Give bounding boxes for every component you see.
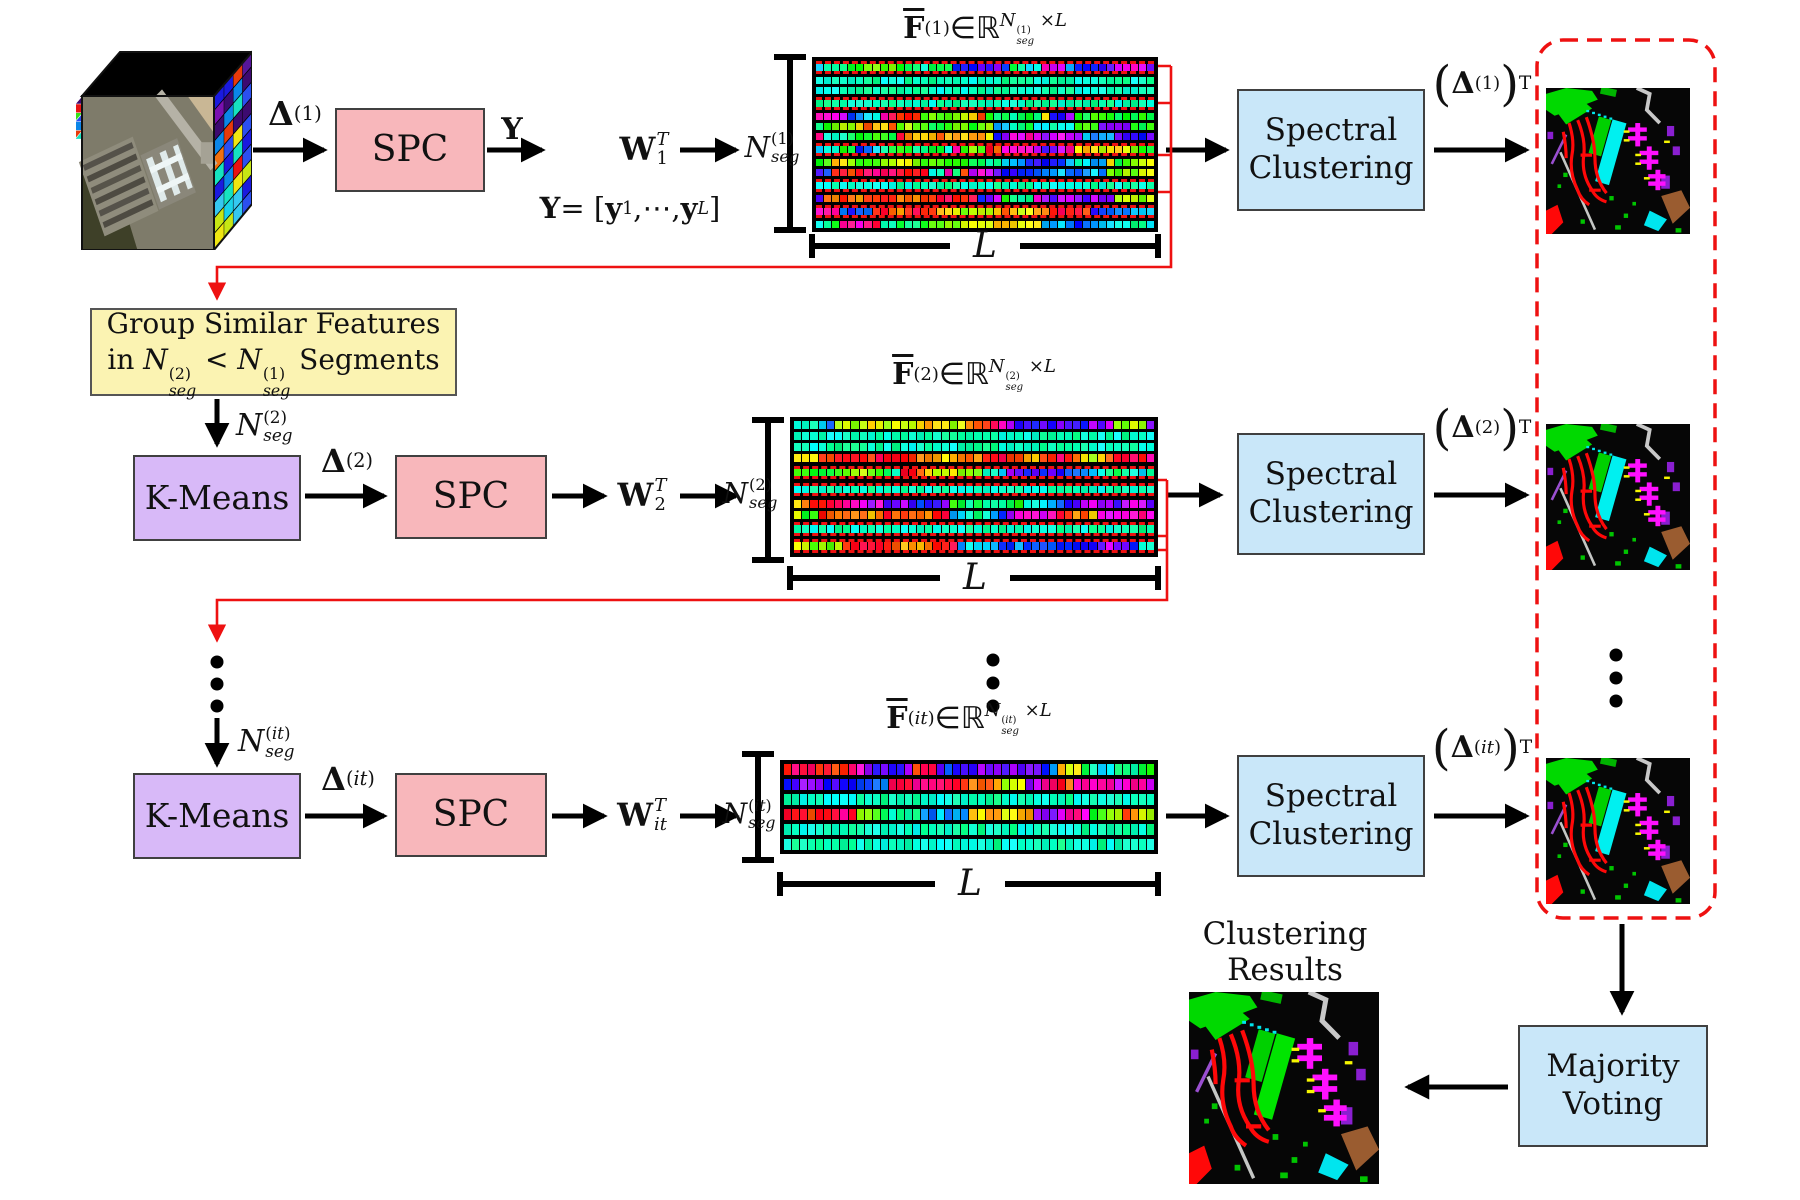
kmeans-box-1: K-Means <box>133 455 301 541</box>
matrix-row <box>784 808 1154 821</box>
spc-box-2: SPC <box>395 455 547 539</box>
vertical-ellipsis-right <box>1609 648 1623 708</box>
matrix-row <box>816 179 1155 192</box>
clustering-map-1 <box>1546 88 1690 234</box>
matrix-row <box>784 778 1154 791</box>
spc-box-3: SPC <box>395 773 547 857</box>
matrix-row <box>816 87 1155 94</box>
feedback-loop-2 <box>207 478 1169 643</box>
matrix-row <box>794 454 1154 463</box>
delta1T-label: (Δ(1))T <box>1432 56 1532 112</box>
matrix-row <box>784 838 1154 851</box>
matrix-row <box>816 205 1155 218</box>
matrix-row <box>794 443 1154 451</box>
matrix-row <box>816 143 1155 156</box>
kmeans-box-2: K-Means <box>133 773 301 859</box>
nseg2-input-label: N(2)seg <box>236 406 293 445</box>
hyperspectral-cube-image <box>76 50 252 250</box>
nseg2-dim-label: N(2)seg <box>722 475 778 512</box>
matrix-row <box>794 421 1154 429</box>
matrix-row <box>794 539 1154 554</box>
matrix-row <box>816 133 1155 140</box>
matrix-row <box>816 123 1155 130</box>
delta1-label: Δ(1) <box>268 94 322 134</box>
clustering-results-caption: Clustering Results <box>1202 916 1368 988</box>
matrix-row <box>816 61 1155 74</box>
feedback-loop-1 <box>207 64 1173 301</box>
matrix-row <box>784 793 1154 806</box>
matrix-row <box>794 465 1154 480</box>
matrix-row <box>794 482 1154 497</box>
delta2-label: Δ(2) <box>320 441 373 480</box>
nsegit-input-label: N(it)seg <box>238 722 295 761</box>
spectral-clustering-box-1: Spectral Clustering <box>1237 89 1425 211</box>
results-collection-frame <box>1535 38 1717 920</box>
nsegit-dim-label: N(it)seg <box>722 795 776 832</box>
matrix-row <box>794 432 1154 440</box>
delta2T-label: (Δ(2))T <box>1432 400 1532 456</box>
matrix-row <box>816 113 1155 120</box>
feature-matrix-3 <box>780 760 1158 854</box>
feature-matrix-2 <box>790 417 1158 557</box>
vertical-ellipsis-left <box>210 655 224 713</box>
matrix-row <box>784 823 1154 836</box>
deltaitT-label: (Δ(it))T <box>1431 720 1533 776</box>
matrix-row <box>794 511 1154 519</box>
matrix-row <box>784 764 1154 776</box>
spc-box-1: SPC <box>335 108 485 192</box>
matrix-row <box>816 159 1155 166</box>
matrix-row <box>816 77 1155 84</box>
clustering-map-2 <box>1546 424 1690 570</box>
final-clustering-result-image <box>1189 992 1379 1184</box>
matrix-row <box>816 195 1155 202</box>
majority-voting-box: Majority Voting <box>1518 1025 1708 1147</box>
spectral-clustering-box-3: Spectral Clustering <box>1237 755 1425 877</box>
group-features-box: Group Similar Features in N(2)seg < N(1)… <box>90 307 457 398</box>
nseg1-label: N(1)seg <box>744 129 800 166</box>
l1-label: L <box>973 225 997 267</box>
feature-matrix-1 <box>812 57 1158 232</box>
matrix-row <box>816 221 1155 228</box>
deltait-label: Δ(it) <box>321 759 375 798</box>
matrix-row <box>816 169 1155 176</box>
flow-arrows <box>204 137 1635 1100</box>
dimension-brackets <box>742 54 1161 896</box>
y-label: Y <box>501 111 523 147</box>
l2-label: L <box>963 557 987 599</box>
vertical-ellipsis-middle <box>986 653 1000 713</box>
clustering-map-3 <box>1546 758 1690 904</box>
matrix-row <box>794 499 1154 508</box>
spectral-clustering-box-2: Spectral Clustering <box>1237 433 1425 555</box>
l3-label: L <box>958 863 982 905</box>
matrix-row <box>794 522 1154 536</box>
matrix-row <box>816 97 1155 110</box>
